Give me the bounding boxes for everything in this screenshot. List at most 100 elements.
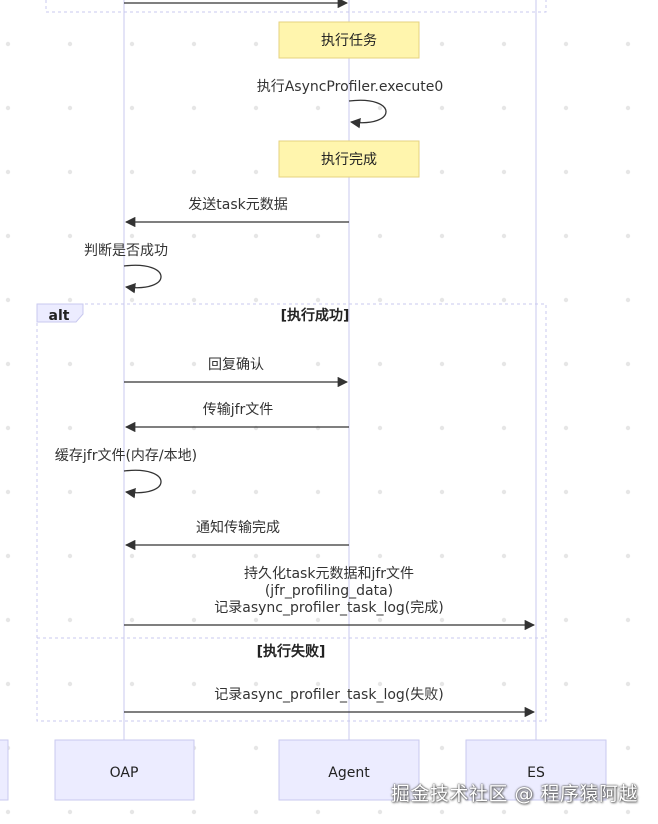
note-exec-task [278, 21, 420, 59]
background-dot [191, 105, 197, 111]
background-dot [129, 617, 135, 623]
message-notify-done: 通知传输完成 [196, 519, 280, 536]
actor-box-agent [278, 739, 420, 801]
background-dot [253, 41, 259, 47]
background-dot [253, 617, 259, 623]
watermark: 掘金技术社区 @ 程序猿阿越 [390, 783, 638, 805]
background-dot [377, 233, 383, 239]
background-dot [439, 681, 445, 687]
background-dot [5, 361, 11, 367]
message-judge-success: 判断是否成功 [84, 243, 168, 259]
self-arrow-cache [123, 469, 162, 499]
background-dot [253, 489, 259, 495]
message-persist-line1: 持久化task元数据和jfr文件 [244, 566, 414, 582]
background-dot [191, 617, 197, 623]
background-dot [129, 553, 135, 559]
background-dot [5, 105, 11, 111]
background-dot [191, 489, 197, 495]
background-dot [253, 553, 259, 559]
alt-frame [36, 303, 547, 722]
background-dot [439, 297, 445, 303]
background-dot [315, 297, 321, 303]
background-dot [439, 745, 445, 751]
background-dot [129, 681, 135, 687]
background-dot [191, 297, 197, 303]
background-dot [563, 233, 569, 239]
background-dot [563, 361, 569, 367]
background-dot [191, 681, 197, 687]
actor-label-es: ES [527, 765, 545, 781]
background-dot [67, 297, 73, 303]
background-dot [377, 105, 383, 111]
background-dot [67, 681, 73, 687]
background-dot [5, 297, 11, 303]
background-dot [625, 297, 631, 303]
background-dot [315, 809, 321, 815]
note-exec-done [278, 140, 420, 178]
background-dot [625, 361, 631, 367]
background-dot [191, 361, 197, 367]
background-dot [439, 169, 445, 175]
background-dot [315, 105, 321, 111]
alt-keyword: alt [49, 308, 70, 324]
background-dot [563, 41, 569, 47]
background-dot [129, 169, 135, 175]
background-dot [563, 681, 569, 687]
background-dot [67, 489, 73, 495]
background-dot [253, 361, 259, 367]
background-dot [191, 553, 197, 559]
background-dot [439, 233, 445, 239]
note-exec-done-label: 执行完成 [321, 152, 377, 168]
background-dot [191, 809, 197, 815]
self-arrow-execute [348, 99, 387, 129]
background-dot [439, 617, 445, 623]
background-dot [67, 425, 73, 431]
background-dot [377, 809, 383, 815]
background-dot [315, 681, 321, 687]
background-dot [5, 169, 11, 175]
background-dot [67, 553, 73, 559]
message-self-execute: 执行AsyncProfiler.execute0 [257, 79, 444, 95]
background-dot [439, 809, 445, 815]
background-dot [315, 233, 321, 239]
background-dot [253, 297, 259, 303]
background-dot [5, 617, 11, 623]
background-dot [5, 233, 11, 239]
background-dot [67, 169, 73, 175]
background-dot [67, 809, 73, 815]
actor-box-partial-left [0, 739, 9, 801]
background-dot [129, 105, 135, 111]
background-dot [439, 425, 445, 431]
background-dot [191, 233, 197, 239]
background-dot [625, 489, 631, 495]
background-dot [625, 41, 631, 47]
background-dot [377, 489, 383, 495]
background-dot [315, 489, 321, 495]
background-dot [439, 361, 445, 367]
background-dot [377, 617, 383, 623]
background-dot [315, 553, 321, 559]
self-arrow-judge [123, 264, 162, 294]
background-dot [315, 617, 321, 623]
background-dot [625, 681, 631, 687]
actor-box-oap [54, 739, 195, 801]
background-dot [377, 297, 383, 303]
background-dot [563, 425, 569, 431]
background-dot [377, 425, 383, 431]
background-dot [563, 553, 569, 559]
background-dot [5, 489, 11, 495]
alt-guard-failed: [执行失败] [257, 643, 326, 660]
background-dot [563, 617, 569, 623]
background-dot [563, 105, 569, 111]
background-dot [5, 809, 11, 815]
background-dot [501, 361, 507, 367]
background-dot [5, 425, 11, 431]
background-dot [315, 361, 321, 367]
background-dot [253, 233, 259, 239]
background-dot [501, 297, 507, 303]
background-dot [377, 553, 383, 559]
background-dot [563, 809, 569, 815]
note-exec-task-label: 执行任务 [321, 33, 377, 49]
background-dot [67, 361, 73, 367]
background-dot [563, 297, 569, 303]
